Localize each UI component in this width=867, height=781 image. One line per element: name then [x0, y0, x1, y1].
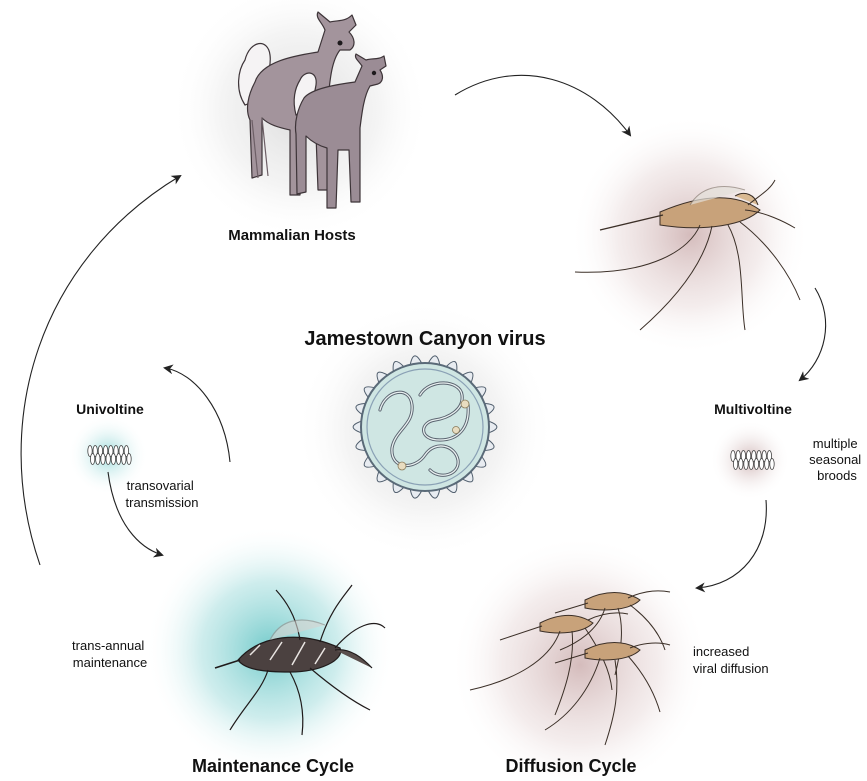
egg [96, 454, 100, 465]
annotation-trans-annual: trans-annual maintenance [72, 638, 148, 670]
multivoltine-eggs-illustration [731, 451, 774, 470]
label-diffusion-cycle: Diffusion Cycle [505, 756, 636, 776]
diagram-title: Jamestown Canyon virus [304, 328, 545, 350]
egg [733, 459, 737, 470]
egg [739, 459, 743, 470]
diffusion-glow [450, 535, 710, 781]
egg [749, 459, 753, 470]
egg [127, 454, 131, 465]
egg [759, 459, 763, 470]
arrow-multivoltine-to-diffusion [697, 500, 766, 588]
egg [106, 454, 110, 465]
univoltine-eggs-illustration [88, 446, 131, 465]
egg [90, 454, 94, 465]
egg [770, 459, 774, 470]
label-univoltine: Univoltine [76, 401, 144, 417]
arrow-mosquito-to-multivoltine [800, 288, 826, 380]
annotation-multiple-seasonal-broods: multiple seasonal broods [809, 436, 865, 483]
egg [101, 454, 105, 465]
egg [111, 454, 115, 465]
arrow-hosts-to-mosquito [455, 75, 630, 135]
egg [765, 459, 769, 470]
egg [744, 459, 748, 470]
label-mammalian-hosts: Mammalian Hosts [228, 227, 356, 244]
label-multivoltine: Multivoltine [714, 401, 792, 417]
annotation-transovarial: transovarial transmission [126, 478, 199, 510]
egg [754, 459, 758, 470]
egg [122, 454, 126, 465]
arrow-transovarial [165, 368, 230, 462]
egg [116, 454, 120, 465]
label-maintenance-cycle: Maintenance Cycle [192, 756, 354, 776]
vector-mosquito-glow [570, 115, 810, 355]
